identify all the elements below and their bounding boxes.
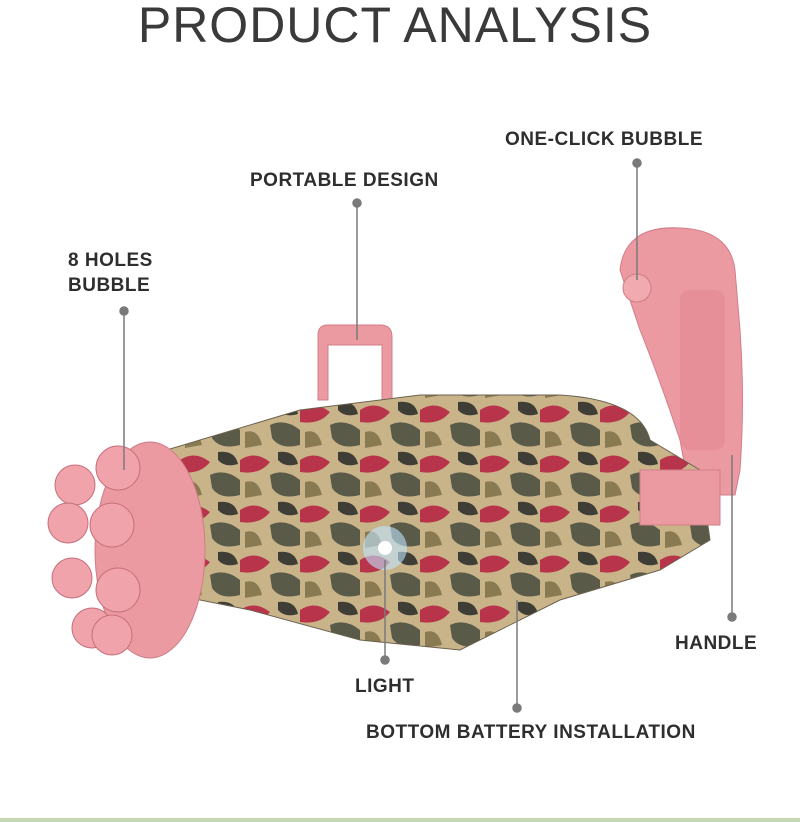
carry-handle — [317, 324, 393, 401]
label-light: LIGHT — [355, 676, 415, 697]
label-bubble: BUBBLE — [68, 275, 151, 296]
label-portable-design: PORTABLE DESIGN — [250, 170, 439, 191]
bubble-holes — [47, 445, 141, 656]
rear-connector — [639, 469, 721, 526]
label-bottom-battery: BOTTOM BATTERY INSTALLATION — [366, 722, 696, 743]
page-title: PRODUCT ANALYSIS — [137, 0, 653, 53]
camo-body — [149, 394, 711, 651]
callout-lines — [119, 158, 737, 713]
label-one-click-bubble: ONE-CLICK BUBBLE — [505, 129, 703, 150]
label-handle: HANDLE — [675, 633, 758, 654]
grip-texture — [680, 290, 725, 450]
label-8-holes: 8 HOLES — [68, 250, 153, 271]
bottom-divider — [0, 818, 800, 822]
light-bulb — [378, 541, 392, 555]
